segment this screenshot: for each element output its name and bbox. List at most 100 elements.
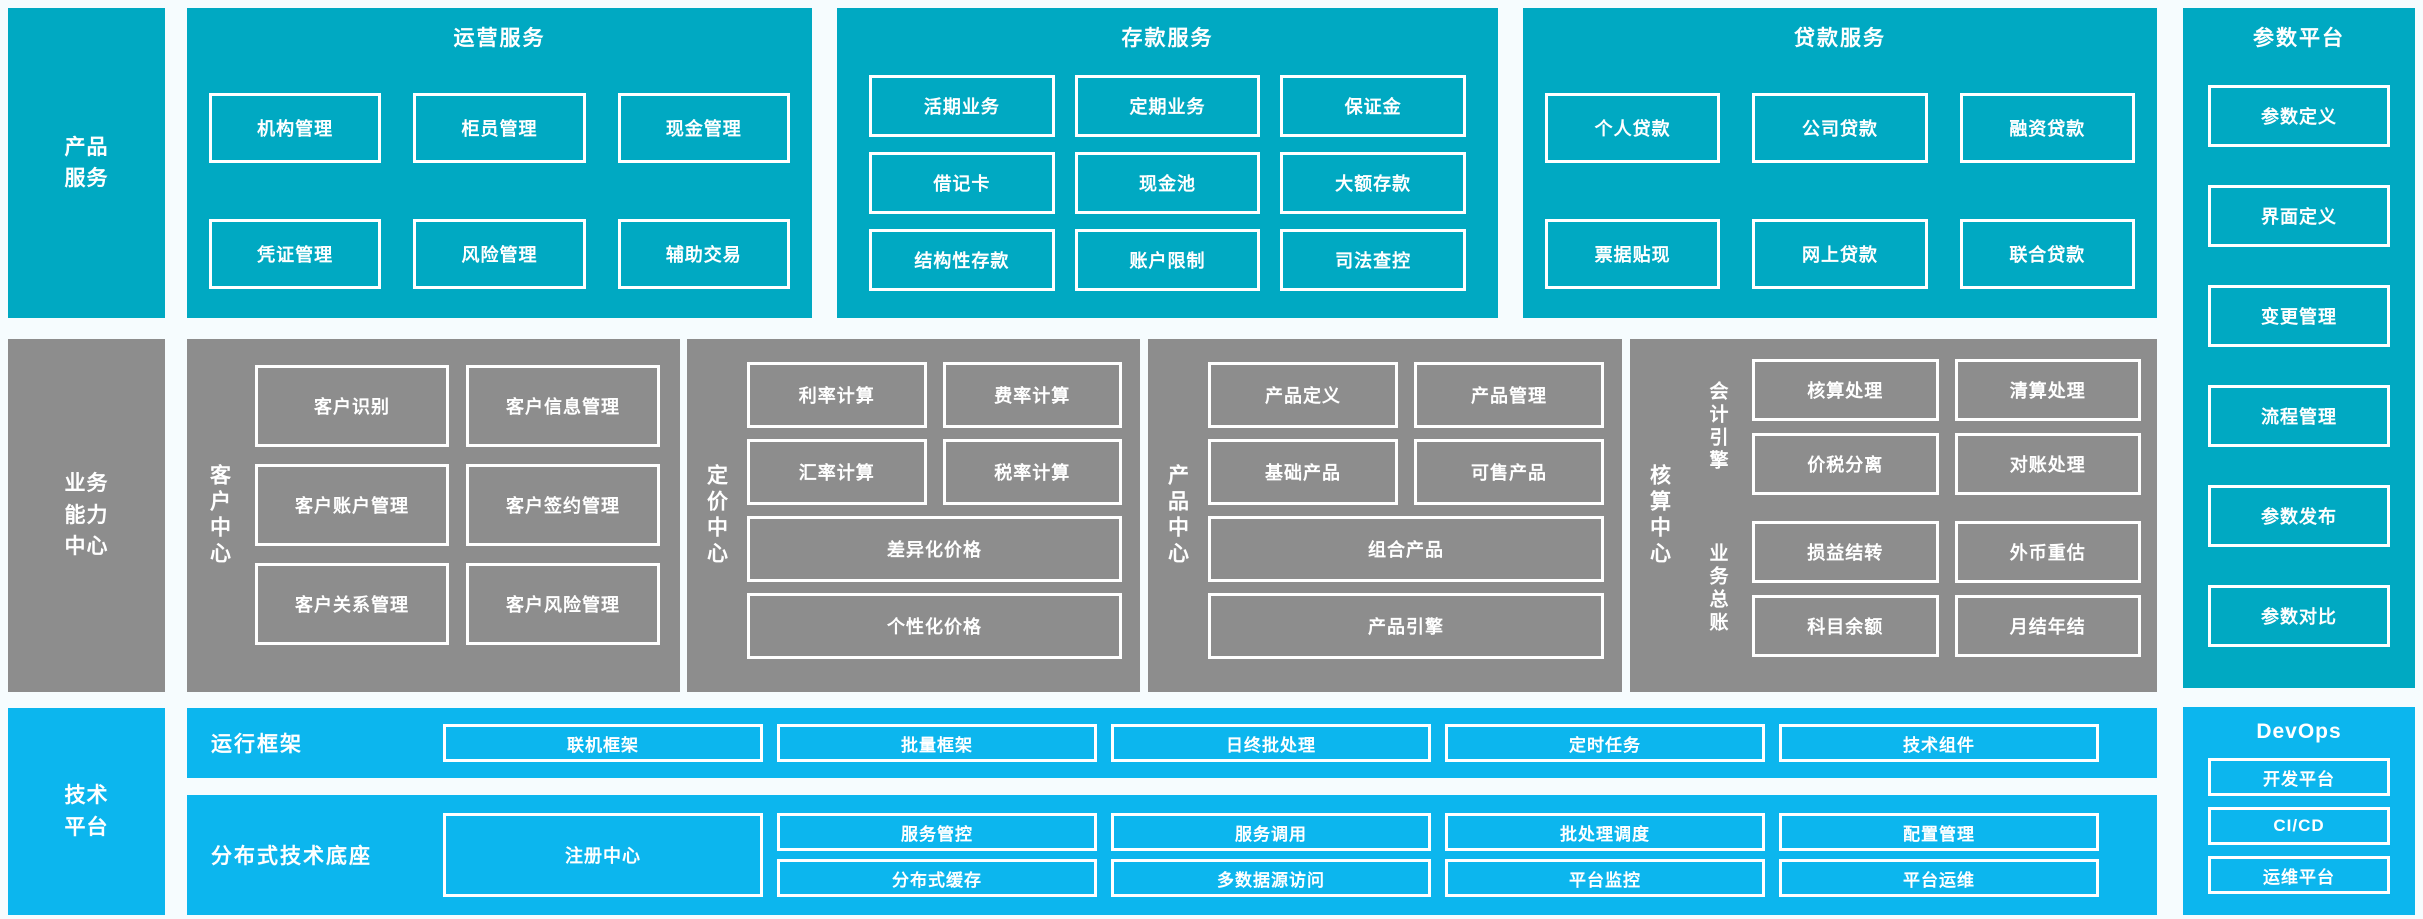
group-vlabel-wrap: 业务总账	[1688, 521, 1746, 657]
section-loan-services: 贷款服务 个人贷款 公司贷款 融资贷款 票据贴现 网上贷款 联合贷款	[1523, 8, 2157, 318]
module-box: 风险管理	[413, 219, 586, 290]
module-list: 开发平台 CI/CD 运维平台	[2208, 758, 2390, 895]
module-box: 票据贴现	[1545, 219, 1721, 290]
accounting-group-ledger: 业务总账 损益结转 外币重估 科目余额 月结年结	[1688, 521, 2141, 657]
module-box: 清算处理	[1954, 359, 2141, 421]
module-box: 核算处理	[1752, 359, 1939, 421]
module-row: 基础产品 可售产品	[1208, 439, 1604, 505]
module-box: 变更管理	[2208, 285, 2390, 348]
module-box: 开发平台	[2208, 758, 2390, 797]
module-box: 差异化价格	[747, 516, 1122, 582]
module-box: 多数据源访问	[1111, 859, 1431, 897]
module-box: 辅助交易	[617, 219, 790, 290]
side-label-text: 业务能力中心	[64, 472, 109, 559]
module-row: 产品定义 产品管理	[1208, 362, 1604, 428]
module-box: 客户签约管理	[466, 464, 660, 546]
module-box: 凭证管理	[209, 219, 382, 290]
row-label: 运行框架	[211, 733, 303, 756]
module-grid: 损益结转 外币重估 科目余额 月结年结	[1752, 521, 2141, 657]
module-box: 批处理调度	[1445, 813, 1765, 851]
section-accounting-center: 核算中心 会计引擎 核算处理 清算处理 价税分离 对账处理 业务总账 损	[1630, 339, 2157, 692]
module-grid: 客户识别 客户信息管理 客户账户管理 客户签约管理 客户关系管理 客户风险管理	[251, 339, 680, 692]
module-grid: 机构管理 柜员管理 现金管理 凭证管理 风险管理 辅助交易	[187, 93, 812, 290]
module-box: 客户账户管理	[255, 464, 449, 546]
module-grid: 利率计算 费率计算 汇率计算 税率计算 差异化价格 个性化价格	[745, 339, 1140, 692]
module-box: 联机框架	[443, 724, 763, 762]
module-box: 外币重估	[1954, 521, 2141, 583]
module-box: 界面定义	[2208, 185, 2390, 248]
module-grid: 服务管控 服务调用 批处理调度 配置管理 分布式缓存 多数据源访问 平台监控 平…	[777, 813, 2099, 897]
module-grid: 活期业务 定期业务 保证金 借记卡 现金池 大额存款 结构性存款 账户限制 司法…	[837, 75, 1498, 292]
module-row: 利率计算 费率计算	[747, 362, 1122, 428]
module-list: 参数定义 界面定义 变更管理 流程管理 参数发布 参数对比	[2208, 85, 2390, 648]
module-box: 客户信息管理	[466, 365, 660, 447]
module-box-registry-center: 注册中心	[443, 813, 763, 897]
module-box: 组合产品	[1208, 516, 1604, 582]
module-grid: 会计引擎 核算处理 清算处理 价税分离 对账处理 业务总账 损益结转 外币重估 …	[1688, 339, 2157, 692]
module-box: 客户关系管理	[255, 563, 449, 645]
section-vlabel-wrap: 客户中心	[187, 339, 251, 692]
section-title: 运营服务	[453, 27, 546, 50]
module-row: 汇率计算 税率计算	[747, 439, 1122, 505]
section-vlabel: 客户中心	[207, 463, 231, 568]
module-box: 参数对比	[2208, 585, 2390, 648]
section-vlabel: 定价中心	[704, 463, 728, 568]
module-box: 借记卡	[869, 152, 1055, 215]
module-box: 网上贷款	[1752, 219, 1928, 290]
module-box: 定期业务	[1074, 75, 1261, 138]
module-box: 平台运维	[1779, 859, 2099, 897]
module-box: 机构管理	[209, 93, 382, 164]
row-label: 分布式技术底座	[211, 845, 372, 868]
module-box: 客户风险管理	[466, 563, 660, 645]
module-box: 公司贷款	[1752, 93, 1928, 164]
section-product-center: 产品中心 产品定义 产品管理 基础产品 可售产品 组合产品 产品引擎	[1148, 339, 1622, 692]
module-box: 流程管理	[2208, 385, 2390, 448]
module-box: 对账处理	[1954, 433, 2141, 495]
section-deposit-services: 存款服务 活期业务 定期业务 保证金 借记卡 现金池 大额存款 结构性存款 账户…	[837, 8, 1498, 318]
module-box: 服务调用	[1111, 813, 1431, 851]
section-vlabel: 核算中心	[1647, 463, 1671, 568]
module-box: 税率计算	[942, 439, 1122, 505]
module-box: 参数定义	[2208, 85, 2390, 148]
group-vlabel: 业务总账	[1706, 543, 1728, 635]
section-title: DevOps	[2256, 720, 2342, 743]
section-operations-services: 运营服务 机构管理 柜员管理 现金管理 凭证管理 风险管理 辅助交易	[187, 8, 812, 318]
module-box: 利率计算	[747, 362, 927, 428]
module-box: 现金池	[1074, 152, 1261, 215]
module-box: 融资贷款	[1959, 93, 2135, 164]
module-box: 科目余额	[1752, 595, 1939, 657]
module-box: 配置管理	[1779, 813, 2099, 851]
module-box: 产品引擎	[1208, 593, 1604, 659]
module-box: 产品管理	[1414, 362, 1604, 428]
section-pricing-center: 定价中心 利率计算 费率计算 汇率计算 税率计算 差异化价格 个性化价格	[687, 339, 1140, 692]
module-box: 参数发布	[2208, 485, 2390, 548]
module-box: 账户限制	[1074, 229, 1261, 292]
side-label-product-services: 产品服务	[8, 8, 165, 318]
section-vlabel-wrap: 产品中心	[1148, 339, 1206, 692]
module-box: 客户识别	[255, 365, 449, 447]
section-vlabel-wrap: 定价中心	[687, 339, 745, 692]
module-box: 批量框架	[777, 724, 1097, 762]
group-vlabel: 会计引擎	[1706, 381, 1728, 473]
module-box: 结构性存款	[869, 229, 1055, 292]
module-box: 分布式缓存	[777, 859, 1097, 897]
module-box: 保证金	[1280, 75, 1466, 138]
module-box: 个性化价格	[747, 593, 1122, 659]
side-label-business-capability-center: 业务能力中心	[8, 339, 165, 692]
section-title: 贷款服务	[1794, 27, 1886, 50]
section-vlabel-wrap: 核算中心	[1630, 339, 1688, 692]
side-label-text: 产品服务	[64, 135, 109, 191]
row-distributed-technology-base: 分布式技术底座 注册中心 服务管控 服务调用 批处理调度 配置管理 分布式缓存 …	[187, 795, 2157, 915]
module-box: 汇率计算	[747, 439, 927, 505]
module-box: 日终批处理	[1111, 724, 1431, 762]
module-box: 基础产品	[1208, 439, 1398, 505]
module-box: 柜员管理	[413, 93, 586, 164]
module-box: 月结年结	[1954, 595, 2141, 657]
module-grid: 个人贷款 公司贷款 融资贷款 票据贴现 网上贷款 联合贷款	[1523, 93, 2157, 290]
section-vlabel: 产品中心	[1165, 463, 1189, 568]
group-vlabel-wrap: 会计引擎	[1688, 359, 1746, 495]
column-parameter-platform: 参数平台 参数定义 界面定义 变更管理 流程管理 参数发布 参数对比	[2183, 8, 2415, 688]
module-box: 运维平台	[2208, 856, 2390, 895]
module-box: 损益结转	[1752, 521, 1939, 583]
